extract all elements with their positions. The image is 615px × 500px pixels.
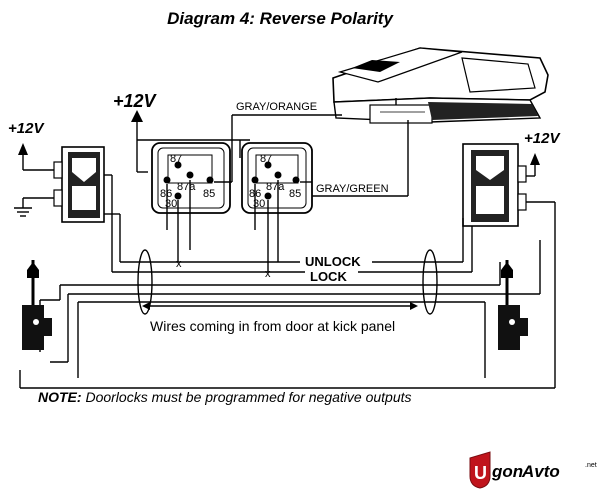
- unlock-label: UNLOCK: [305, 254, 361, 269]
- wire-loom-right: [422, 249, 438, 315]
- wires-note-label: Wires coming in from door at kick panel: [150, 318, 395, 334]
- left-lock-actuator: [22, 260, 52, 350]
- note-text: Doorlocks must be programmed for negativ…: [82, 389, 412, 405]
- brand-part2: Avto: [521, 462, 560, 481]
- right-door-switch: [462, 143, 527, 227]
- top-12v-label: +12V: [113, 91, 158, 111]
- power-arrow-icon: [18, 143, 28, 155]
- alarm-module: [332, 47, 549, 124]
- footnote: NOTE: Doorlocks must be programmed for n…: [38, 389, 412, 405]
- note-prefix: NOTE:: [38, 389, 82, 405]
- relay2-pin-87: 87: [260, 153, 272, 165]
- relay1-pin-87: 87: [170, 153, 182, 165]
- junction-x-mark: x: [265, 268, 271, 280]
- gray-orange-label: GRAY/ORANGE: [236, 101, 317, 113]
- arrow-right-icon: [410, 302, 418, 310]
- relay1-pin-30: 30: [165, 198, 177, 210]
- brand-part1: gon: [491, 462, 523, 481]
- svg-text:U: U: [474, 463, 487, 483]
- left-door-switch: [53, 146, 105, 223]
- right-12v-label: +12V: [524, 130, 561, 147]
- gray-green-label: GRAY/GREEN: [316, 183, 389, 195]
- power-arrow-icon: [530, 153, 540, 165]
- left-12v-label: +12V: [8, 120, 45, 137]
- relay2-pin-87a: 87a: [266, 181, 285, 193]
- arrow-left-icon: [142, 302, 150, 310]
- relay-2: 87 87a 86 85 30: [241, 142, 313, 214]
- ground-icon: [14, 207, 32, 217]
- right-lock-actuator: [498, 260, 528, 350]
- relay2-pin-85: 85: [289, 188, 301, 200]
- relay2-pin-30: 30: [253, 198, 265, 210]
- junction-x-mark: x: [176, 258, 182, 270]
- relay1-pin-87a: 87a: [177, 181, 196, 193]
- relay1-pin-86: 86: [160, 188, 172, 200]
- lock-label: LOCK: [310, 269, 347, 284]
- brand-suffix: .net: [585, 462, 597, 469]
- diagram-title: Diagram 4: Reverse Polarity: [167, 9, 394, 28]
- relay1-pin-85: 85: [203, 188, 215, 200]
- relay-1: 87 87a 86 85 30: [151, 142, 231, 214]
- power-arrow-icon: [131, 110, 143, 122]
- wire-loom-left: [137, 249, 153, 315]
- ugonavto-logo: U gon Avto .net: [469, 451, 597, 489]
